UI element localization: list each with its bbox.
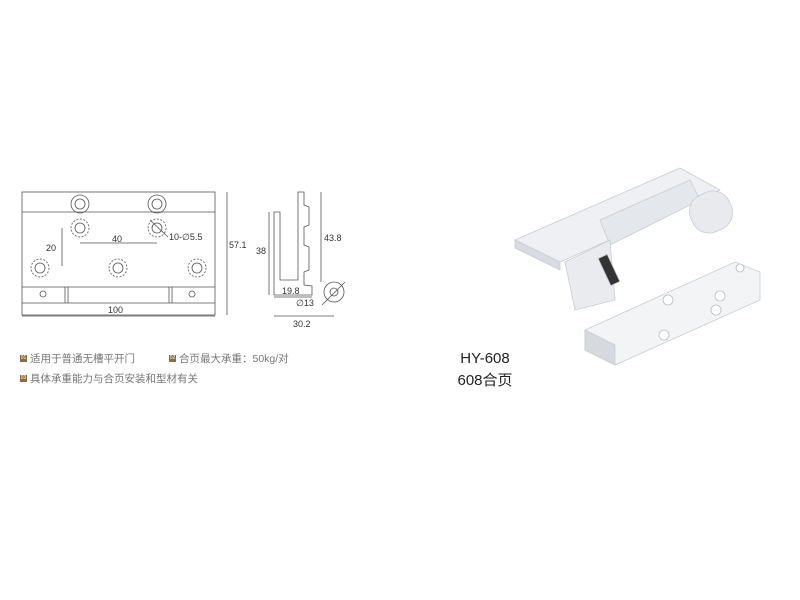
note-text: 具体承重能力与合页安装和型材有关 [30, 373, 198, 385]
note-2: 02 合页最大承重：50kg/对 [169, 351, 289, 366]
dim-19-8: 19.8 [282, 286, 300, 296]
dim-43-8: 43.8 [324, 233, 342, 243]
dim-40: 40 [112, 234, 122, 244]
note-badge: 03 [20, 375, 27, 382]
note-badge: 02 [169, 355, 176, 362]
dim-d13: ∅13 [296, 298, 314, 308]
product-model: HY-608 [460, 350, 510, 367]
note-1: 01 适用于普通无槽平开门 [20, 351, 135, 366]
note-text: 适用于普通无槽平开门 [30, 353, 135, 365]
dim-holes: 10-∅5.5 [169, 232, 202, 242]
dim-38: 38 [256, 246, 266, 256]
hinge-product-image [514, 167, 761, 366]
front-view [21, 191, 228, 317]
note-text: 合页最大承重：50kg/对 [179, 353, 289, 365]
dim-20: 20 [46, 243, 56, 253]
note-badge: 01 [20, 355, 27, 362]
dim-30-2: 30.2 [293, 319, 311, 329]
dim-100: 100 [108, 305, 123, 315]
note-3: 03 具体承重能力与合页安装和型材有关 [20, 371, 198, 386]
dim-57-1: 57.1 [229, 240, 247, 250]
side-view [268, 191, 346, 317]
product-name: 608合页 [457, 372, 513, 389]
